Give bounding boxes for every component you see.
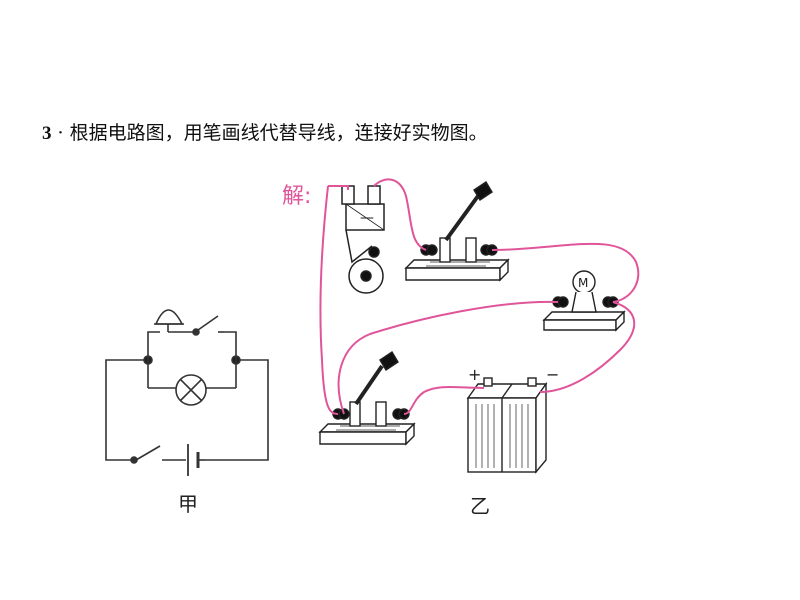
- schematic-switch-top-pivot: [192, 328, 200, 336]
- battery-top-divider: [501, 383, 513, 399]
- switch-upper-handle: [473, 181, 493, 201]
- motor-letter: M: [578, 276, 588, 290]
- schematic-upper-branch-left: [147, 331, 160, 360]
- wire-bell-right-to-upper-switch: [373, 178, 427, 251]
- physical-motor: M: [542, 270, 626, 332]
- battery-terminal-plus: [483, 377, 493, 387]
- schematic-switch-bottom-blade: [135, 445, 161, 461]
- switch-lower-base-top: [318, 423, 416, 433]
- wire-upper-switch-to-motor: [491, 242, 640, 303]
- schematic-caption: 甲: [178, 492, 198, 516]
- switch-upper-clip-left: [439, 237, 451, 263]
- switch-upper-blade: [444, 194, 480, 242]
- physical-switch-upper: [404, 181, 510, 282]
- physical-bell: —: [341, 185, 385, 294]
- question-number: 3: [42, 123, 52, 144]
- wire-motor-right-to-battery-minus: [539, 301, 636, 393]
- bell-terminal-post-right: [367, 185, 381, 205]
- battery-minus-sign: −: [546, 365, 559, 384]
- answer-label: 解:: [282, 184, 312, 209]
- schematic-diagram: [105, 309, 269, 476]
- switch-upper-base-front: [405, 267, 501, 281]
- motor-stand: [571, 291, 597, 313]
- bell-gong-center: [360, 270, 372, 282]
- schematic-right-wire: [206, 359, 269, 461]
- wire-battery-plus-to-lower-switch: [403, 386, 485, 415]
- motor-base-side: [615, 310, 625, 332]
- question-prompt: 根据电路图，用笔画线代替导线，连接好实物图。: [69, 122, 488, 144]
- question-text: 3 · 根据电路图，用笔画线代替导线，连接好实物图。: [42, 118, 488, 145]
- answer-wires: [319, 178, 640, 415]
- bell-sign: —: [360, 210, 374, 226]
- battery-plus-sign: +: [468, 365, 481, 384]
- battery-cell-lines: [475, 404, 529, 468]
- schematic-lamp-cross-b: [179, 378, 203, 402]
- schematic-upper-branch-right: [224, 331, 237, 360]
- schematic-bell-dome: [154, 309, 184, 325]
- physical-switch-lower: [318, 351, 416, 446]
- motor-base-front: [543, 319, 617, 331]
- switch-lower-base-front: [319, 431, 407, 445]
- wire-motor-to-lower-switch: [337, 300, 559, 415]
- schematic-switch-top-blade: [197, 315, 219, 331]
- physical-battery: + −: [466, 365, 559, 474]
- bell-box-slash: [345, 203, 385, 231]
- question-separator: ·: [57, 122, 64, 144]
- switch-upper-base-top: [404, 259, 510, 269]
- switch-lower-clip-left: [349, 401, 361, 427]
- switch-lower-clip-right: [375, 401, 387, 427]
- motor-base-top: [542, 311, 626, 321]
- schematic-left-wire: [105, 359, 148, 461]
- battery-terminal-minus: [527, 377, 537, 387]
- switch-lower-blade: [354, 364, 384, 406]
- switch-upper-base-side: [499, 258, 509, 282]
- bell-arm: [345, 229, 373, 264]
- switch-upper-clip-right: [465, 237, 477, 263]
- physical-caption: 乙: [470, 494, 490, 518]
- battery-side: [535, 381, 547, 474]
- wire-bell-left-to-lower-switch: [319, 185, 349, 415]
- switch-upper-terminal-left-2: [426, 244, 438, 256]
- schematic-switch-bottom-pivot: [130, 456, 138, 464]
- switch-lower-base-side: [405, 422, 415, 446]
- motor-terminal-left-2: [557, 296, 569, 308]
- switch-lower-handle: [379, 351, 399, 371]
- bell-hammer: [368, 246, 380, 258]
